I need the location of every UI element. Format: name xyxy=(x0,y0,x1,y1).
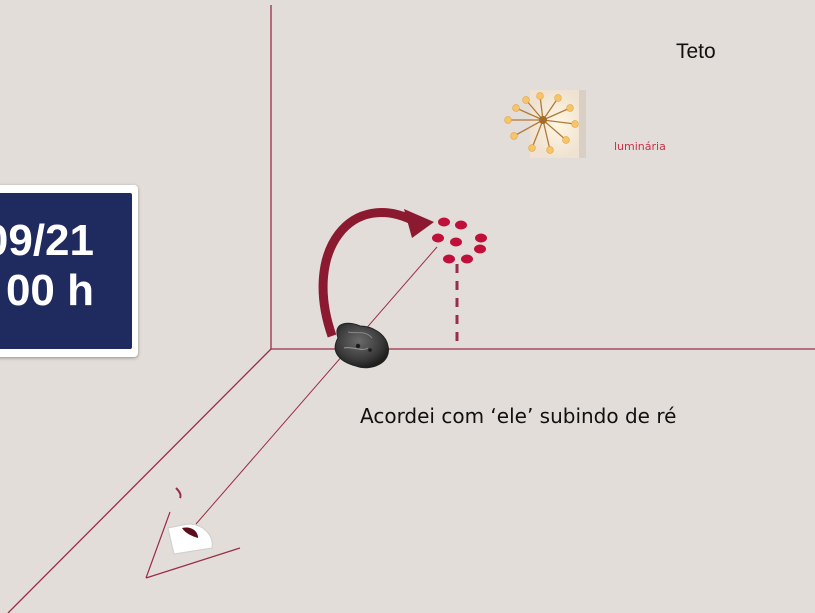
arrow-head xyxy=(404,209,434,238)
date-text: 09/21 xyxy=(0,216,94,265)
eye-icon xyxy=(145,487,241,579)
time-text: 00 h xyxy=(5,266,94,315)
sight-line xyxy=(195,246,438,525)
date-time-panel: 09/21 00 h xyxy=(0,193,132,349)
chandelier-icon xyxy=(504,90,586,158)
curved-arrow xyxy=(318,208,419,338)
dot-cluster xyxy=(432,217,487,264)
creature-icon xyxy=(334,322,389,369)
floor-side-line xyxy=(7,348,272,613)
lamp-label: luminária xyxy=(614,140,666,153)
caption-text: Acordei com ‘ele’ subindo de ré xyxy=(360,404,677,428)
date-time-box: 09/21 00 h xyxy=(0,185,138,357)
ceiling-label: Teto xyxy=(676,40,716,63)
